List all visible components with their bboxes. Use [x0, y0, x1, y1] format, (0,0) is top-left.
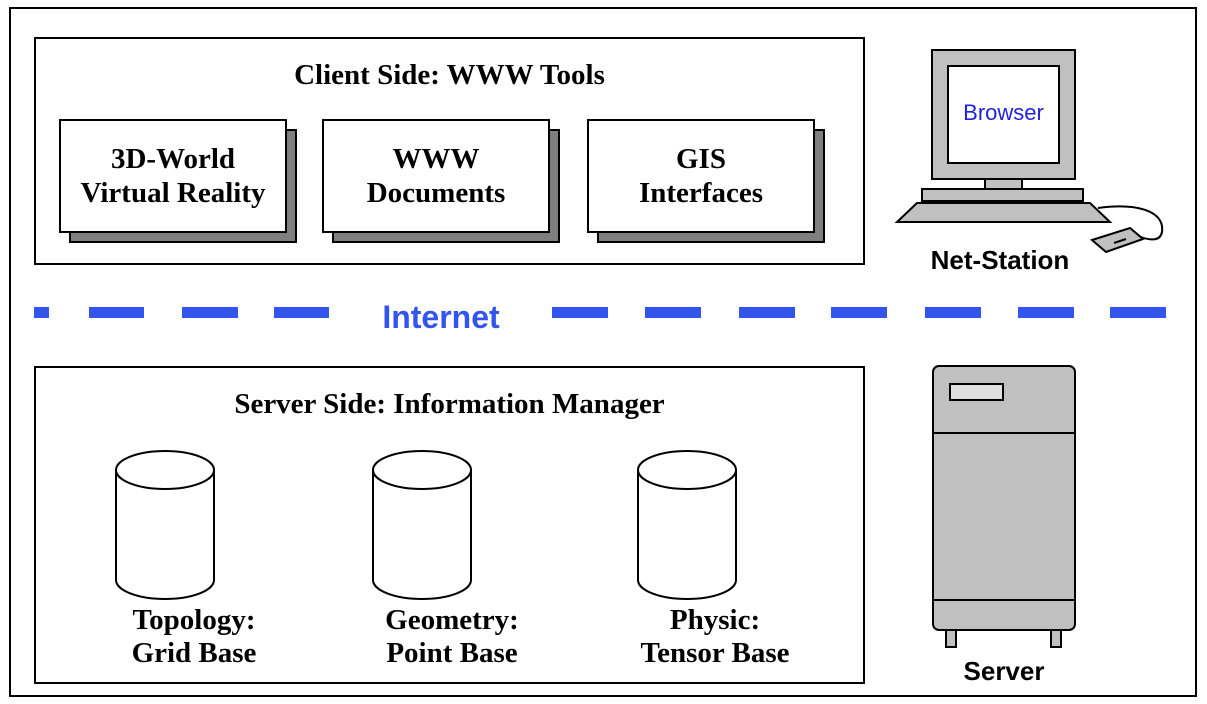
geometry-point-base-label: Geometry: Point Base	[342, 604, 562, 670]
tool-card-line2: Documents	[366, 177, 506, 209]
tool-card-www-documents: WWW Documents	[322, 119, 550, 233]
physic-tensor-base-label: Physic: Tensor Base	[605, 604, 825, 670]
net-station-label: Net-Station	[930, 245, 1070, 275]
db-label-line2: Tensor Base	[640, 637, 790, 669]
tool-card-line1: GIS	[676, 143, 726, 175]
db-label-line1: Physic:	[669, 604, 761, 636]
db-label-line1: Geometry:	[385, 604, 519, 636]
server-side-title: Server Side: Information Manager	[234, 388, 665, 420]
topology-grid-base-label: Topology: Grid Base	[84, 604, 304, 670]
tool-card-3d-world: 3D-World Virtual Reality	[59, 119, 287, 233]
database-icon	[637, 450, 737, 600]
client-side-title: Client Side: WWW Tools	[294, 59, 605, 91]
database-icon	[115, 450, 215, 600]
browser-screen-text: Browser	[963, 100, 1044, 125]
internet-label: Internet	[382, 299, 500, 335]
client-side-panel: Client Side: WWW Tools 3D-World Virtual …	[34, 37, 865, 265]
db-label-line1: Topology:	[132, 604, 256, 636]
database-icon	[372, 450, 472, 600]
outer-frame	[9, 7, 1197, 697]
tool-card-gis-interfaces: GIS Interfaces	[587, 119, 815, 233]
tool-card-line2: Interfaces	[638, 177, 763, 209]
db-label-line2: Grid Base	[131, 637, 257, 669]
server-label: Server	[963, 656, 1045, 686]
tool-card-line1: 3D-World	[110, 143, 236, 175]
tool-card-line1: WWW	[392, 143, 480, 175]
db-label-line2: Point Base	[386, 637, 518, 669]
tool-card-line2: Virtual Reality	[80, 177, 266, 209]
